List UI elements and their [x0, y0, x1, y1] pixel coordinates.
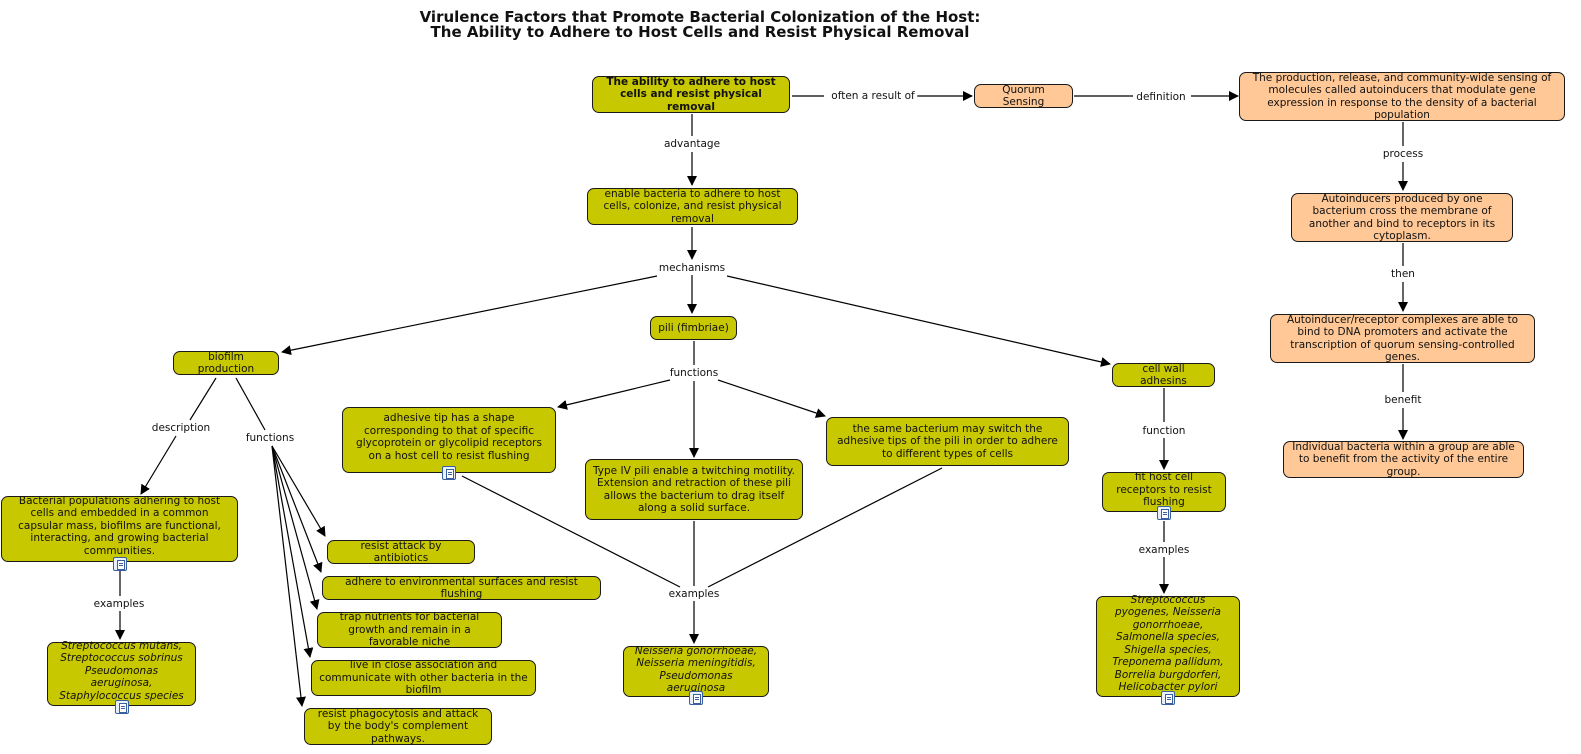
document-icon[interactable] [689, 691, 703, 705]
link-adhesin-function[interactable]: function [1139, 425, 1189, 437]
node-label: Bacterial populations adhering to host c… [18, 494, 221, 557]
node-adhesive-tip[interactable]: adhesive tip has a shape corresponding t… [342, 407, 556, 473]
node-quorum-sensing[interactable]: Quorum Sensing [974, 84, 1073, 108]
document-icon[interactable] [113, 557, 127, 571]
node-label: cell wall adhesins [1140, 362, 1187, 388]
node-fn-surfaces[interactable]: adhere to environmental surfaces and res… [322, 576, 601, 600]
document-icon[interactable] [1161, 691, 1175, 705]
link-pili-examples[interactable]: examples [665, 588, 723, 600]
link-process[interactable]: process [1379, 148, 1427, 160]
node-label: Type IV pili enable a twitching motility… [593, 464, 795, 515]
document-icon[interactable] [115, 700, 129, 714]
node-qs-definition[interactable]: The production, release, and community-w… [1239, 72, 1565, 121]
node-fn-phagocytosis[interactable]: resist phagocytosis and attack by the bo… [304, 708, 492, 745]
node-label: resist phagocytosis and attack by the bo… [317, 707, 479, 745]
node-label: Streptococcus pyogenes, Neisseria gonorr… [1112, 593, 1224, 694]
node-label: trap nutrients for bacterial growth and … [339, 611, 480, 649]
node-fit-receptors[interactable]: fit host cell receptors to resist flushi… [1102, 471, 1226, 512]
node-fn-antibiotics[interactable]: resist attack by antibiotics [327, 540, 475, 564]
node-label: Autoinducers produced by one bacterium c… [1308, 192, 1496, 243]
document-icon[interactable] [1157, 506, 1171, 520]
node-label: the same bacterium may switch the adhesi… [837, 422, 1058, 460]
link-often-result[interactable]: often a result of [828, 90, 918, 102]
node-label: live in close association and communicat… [319, 659, 528, 697]
node-pili-examples[interactable]: Neisseria gonorrhoeae, Neisseria meningi… [623, 644, 769, 697]
link-biofilm-functions[interactable]: functions [242, 432, 298, 444]
node-label: Autoinducer/receptor complexes are able … [1286, 313, 1519, 364]
link-mechanisms[interactable]: mechanisms [655, 262, 729, 274]
link-biofilm-description[interactable]: description [148, 422, 214, 434]
node-type-iv-pili[interactable]: Type IV pili enable a twitching motility… [585, 459, 803, 520]
node-cell-wall-adhesins[interactable]: cell wall adhesins [1112, 363, 1215, 387]
node-adhesin-examples[interactable]: Streptococcus pyogenes, Neisseria gonorr… [1096, 593, 1240, 697]
node-label: enable bacteria to adhere to host cells,… [603, 187, 782, 225]
node-label: resist attack by antibiotics [360, 539, 442, 565]
node-switch-tips[interactable]: the same bacterium may switch the adhesi… [826, 417, 1069, 466]
node-label: The production, release, and community-w… [1252, 71, 1552, 122]
document-icon[interactable] [442, 466, 456, 480]
node-biofilm-description[interactable]: Bacterial populations adhering to host c… [1, 494, 238, 562]
link-benefit[interactable]: benefit [1381, 394, 1425, 406]
node-receptor-complexes[interactable]: Autoinducer/receptor complexes are able … [1270, 314, 1535, 363]
node-label: Neisseria gonorrhoeae, Neisseria meningi… [634, 644, 758, 695]
node-label: fit host cell receptors to resist flushi… [1116, 471, 1212, 509]
node-biofilm-production[interactable]: biofilm production [173, 351, 279, 375]
diagram-title-line-2: The Ability to Adhere to Host Cells and … [430, 23, 970, 41]
node-autoinducers[interactable]: Autoinducers produced by one bacterium c… [1291, 193, 1513, 242]
node-fn-nutrients[interactable]: trap nutrients for bacterial growth and … [317, 611, 502, 649]
node-enable-bacteria[interactable]: enable bacteria to adhere to host cells,… [587, 188, 798, 225]
node-label: The ability to adhere to host cells and … [606, 75, 776, 113]
node-ability-adhere[interactable]: The ability to adhere to host cells and … [592, 76, 790, 113]
diagram-title-line-1: Virulence Factors that Promote Bacterial… [419, 8, 981, 26]
link-advantage[interactable]: advantage [660, 138, 724, 150]
node-label: Quorum Sensing [1002, 83, 1045, 109]
link-adhesin-examples[interactable]: examples [1135, 544, 1193, 556]
node-fn-communicate[interactable]: live in close association and communicat… [311, 659, 536, 697]
node-individual-benefit[interactable]: Individual bacteria within a group are a… [1283, 441, 1524, 478]
link-then[interactable]: then [1388, 268, 1418, 280]
node-biofilm-examples[interactable]: Streptococcus mutans, Streptococcus sobr… [47, 639, 196, 706]
node-label: pili (fimbriae) [658, 321, 729, 334]
link-pili-functions[interactable]: functions [666, 367, 722, 379]
node-label: Streptococcus mutans, Streptococcus sobr… [59, 639, 184, 702]
link-definition[interactable]: definition [1133, 91, 1189, 103]
link-biofilm-examples[interactable]: examples [90, 598, 148, 610]
node-label: adhesive tip has a shape corresponding t… [356, 412, 542, 462]
node-label: Individual bacteria within a group are a… [1292, 440, 1515, 478]
node-label: biofilm production [197, 350, 255, 376]
node-pili[interactable]: pili (fimbriae) [650, 316, 737, 340]
node-label: adhere to environmental surfaces and res… [345, 575, 578, 601]
